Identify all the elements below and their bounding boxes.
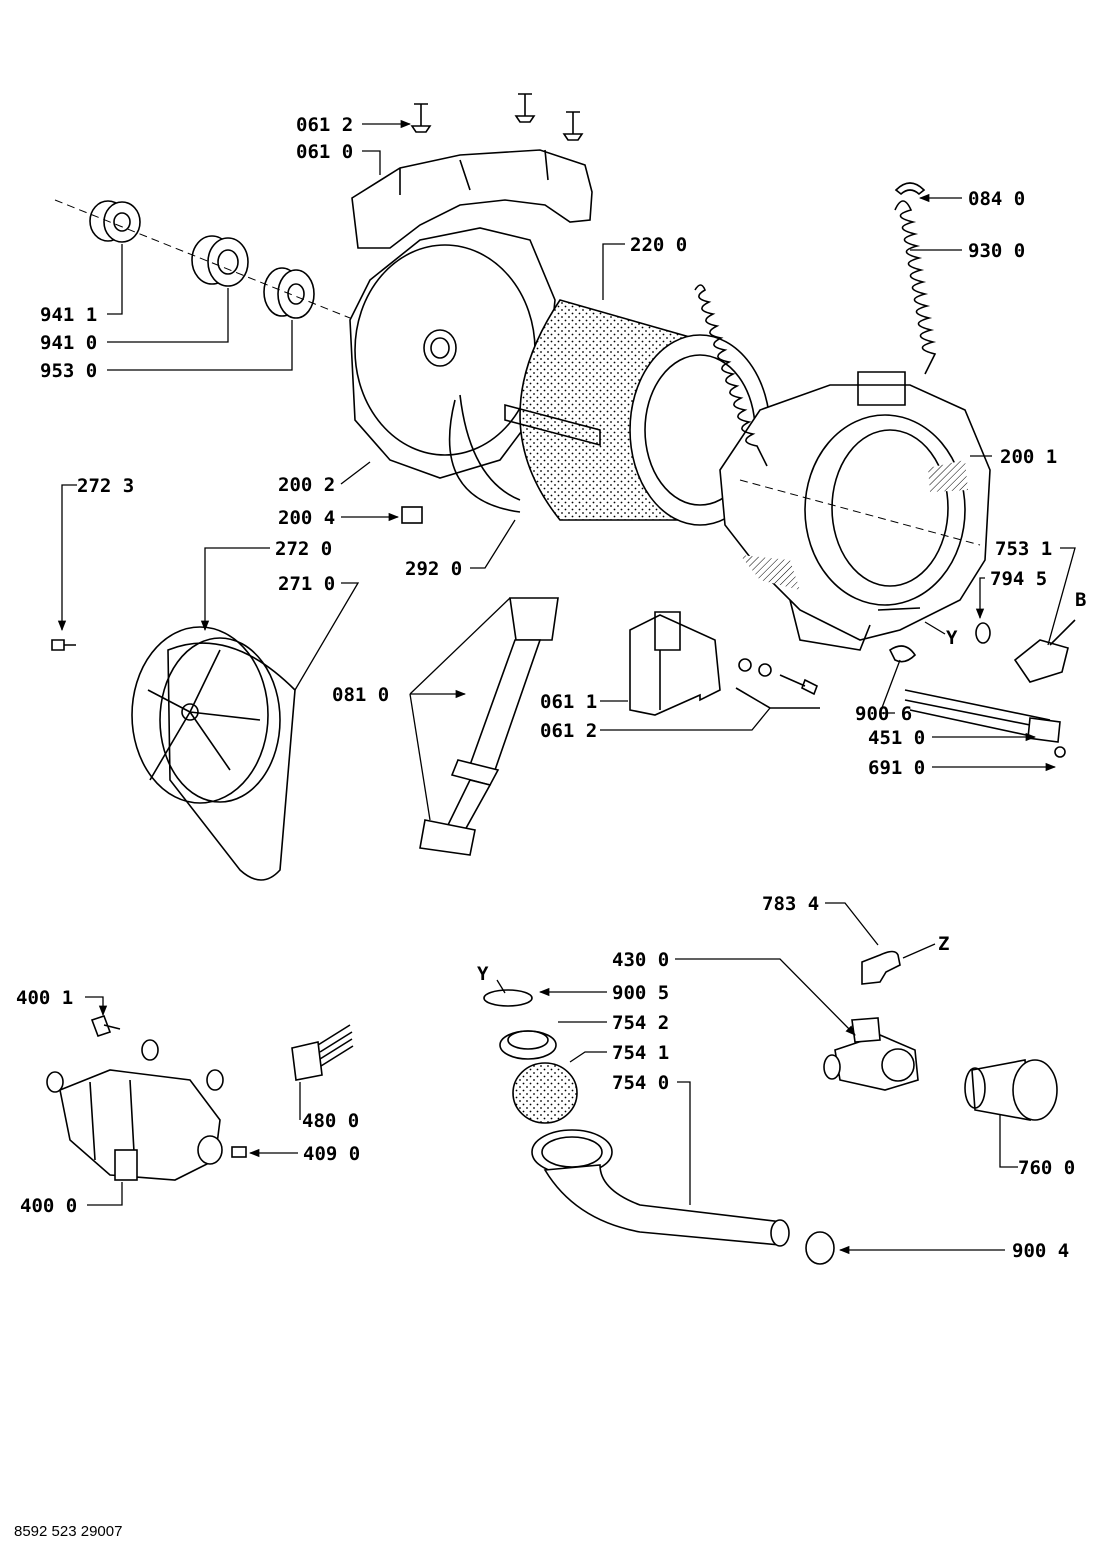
drum-220-0 <box>448 299 771 526</box>
label-753-1: 753 1 <box>995 538 1052 560</box>
seal-754-2 <box>499 1030 557 1060</box>
bearing-953-0 <box>263 267 315 319</box>
clip-900-6 <box>888 645 917 663</box>
bearing-941-1 <box>89 200 141 243</box>
label-200-2: 200 2 <box>278 474 335 496</box>
leader-lines <box>57 119 1076 1255</box>
screw-272-3 <box>51 639 76 651</box>
label-900-5: 900 5 <box>612 982 669 1004</box>
label-272-3: 272 3 <box>77 475 134 497</box>
label-061-1: 061 1 <box>540 691 597 713</box>
spring-left <box>694 284 768 467</box>
label-451-0: 451 0 <box>868 727 925 749</box>
label-409-0: 409 0 <box>303 1143 360 1165</box>
pump-430-0 <box>823 1017 919 1091</box>
axis-line-left <box>54 199 356 321</box>
label-z: Z <box>938 933 949 955</box>
connector-480-0 <box>291 1024 354 1081</box>
label-272-0: 272 0 <box>275 538 332 560</box>
ring-900-5 <box>483 989 533 1007</box>
label-760-0: 760 0 <box>1018 1157 1075 1179</box>
bracket-061-1 <box>629 611 721 716</box>
document-code: 8592 523 29007 <box>14 1523 122 1540</box>
label-754-1: 754 1 <box>612 1042 669 1064</box>
label-y-bottom: Y <box>477 963 489 985</box>
bearing-941-0 <box>191 235 249 287</box>
hook-084-0 <box>894 182 926 196</box>
pulley-272-0 <box>131 626 281 804</box>
heater-451-0 <box>904 689 1061 743</box>
nut-691-0 <box>1054 746 1066 758</box>
motor-400-0 <box>46 1039 224 1181</box>
brush-400-1 <box>90 1014 121 1038</box>
label-953-0: 953 0 <box>40 360 97 382</box>
front-tub-200-1 <box>719 371 991 651</box>
label-941-1: 941 1 <box>40 304 97 326</box>
label-754-2: 754 2 <box>612 1012 669 1034</box>
label-084-0: 084 0 <box>968 188 1025 210</box>
label-783-4: 783 4 <box>762 893 819 915</box>
sensor-753-1 <box>1013 619 1076 683</box>
label-061-2-mid: 061 2 <box>540 720 597 742</box>
bolt-061-2-group <box>410 93 584 141</box>
label-900-6: 900 6 <box>855 703 912 725</box>
label-754-0: 754 0 <box>612 1072 669 1094</box>
label-220-0: 220 0 <box>630 234 687 256</box>
label-200-4: 200 4 <box>278 507 335 529</box>
label-400-1: 400 1 <box>16 987 73 1009</box>
label-794-5: 794 5 <box>990 568 1047 590</box>
label-400-0: 400 0 <box>20 1195 77 1217</box>
counterweight-061-0 <box>351 149 593 249</box>
spring-930-0 <box>894 200 937 375</box>
rear-tub-200-2 <box>349 227 556 501</box>
ball-754-1 <box>512 1062 578 1124</box>
label-292-0: 292 0 <box>405 558 462 580</box>
label-b: B <box>1075 589 1086 611</box>
elbow-783-4 <box>861 950 901 985</box>
label-900-4: 900 4 <box>1012 1240 1069 1262</box>
label-081-0: 081 0 <box>332 684 389 706</box>
plug-794-5 <box>975 622 991 644</box>
label-930-0: 930 0 <box>968 240 1025 262</box>
label-941-0: 941 0 <box>40 332 97 354</box>
filter-760-0 <box>964 1059 1058 1121</box>
label-480-0: 480 0 <box>302 1110 359 1132</box>
label-271-0: 271 0 <box>278 573 335 595</box>
label-061-0: 061 0 <box>296 141 353 163</box>
label-200-1: 200 1 <box>1000 446 1057 468</box>
label-691-0: 691 0 <box>868 757 925 779</box>
part-labels: 061 2 061 0 084 0 930 0 220 0 941 1 941 … <box>14 114 1086 1540</box>
shock-absorber-081-0 <box>419 597 559 856</box>
clamp-900-4 <box>805 1231 835 1265</box>
label-061-2-top: 061 2 <box>296 114 353 136</box>
clip-200-4 <box>401 506 423 524</box>
label-430-0: 430 0 <box>612 949 669 971</box>
brush-409-0 <box>231 1146 247 1158</box>
sump-hose-754-0 <box>531 1129 790 1247</box>
label-y-top: Y <box>946 627 958 649</box>
bolt-washers-061-2 <box>735 658 820 709</box>
